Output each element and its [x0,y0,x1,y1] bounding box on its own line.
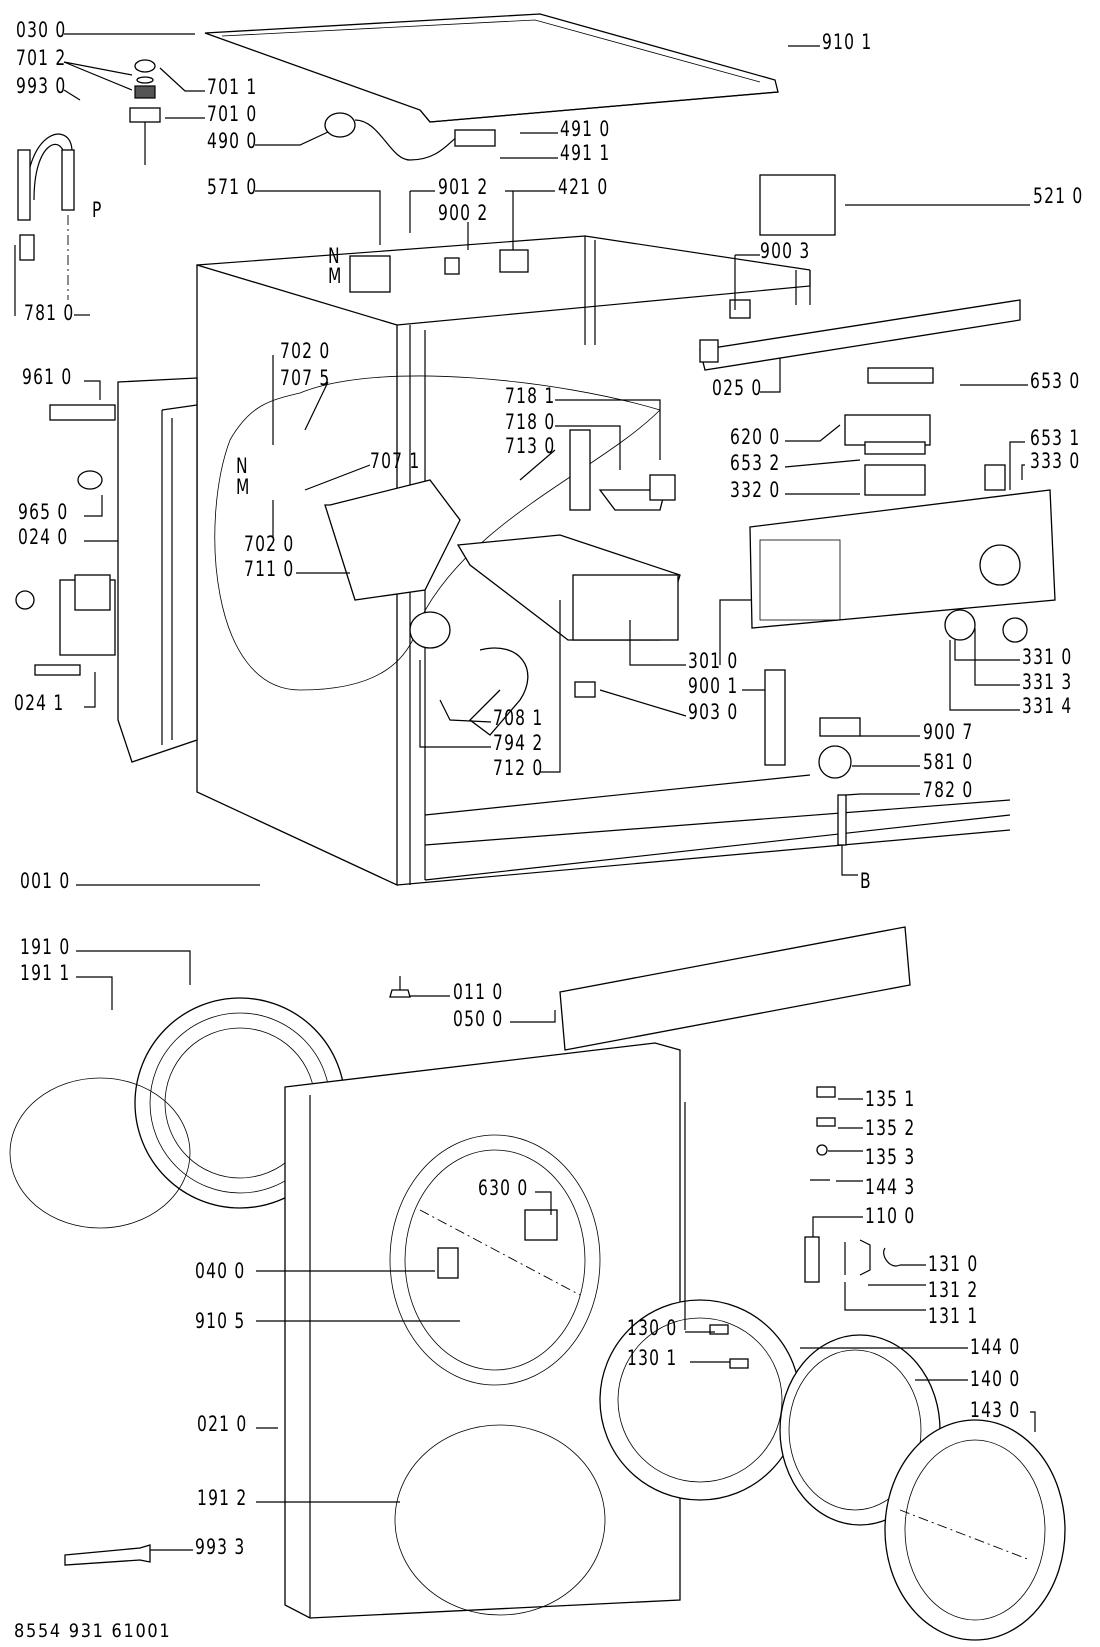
part-label-011-0: 011 0 [453,980,504,1004]
part-label-993-0: 993 0 [16,74,67,98]
part-label-491-1: 491 1 [560,141,611,165]
part-label-025-0: 025 0 [712,376,763,400]
part-label-B: B [860,869,872,893]
part-label-630-0: 630 0 [478,1176,529,1200]
part-label-333-0: 333 0 [1030,449,1081,473]
document-number: 8554 931 61001 [14,1620,172,1642]
part-label-701-1: 701 1 [207,75,258,99]
part-label-965-0: 965 0 [18,500,69,524]
part-label-491-0: 491 0 [560,117,611,141]
part-label-M-mid: M [236,475,251,499]
top-cover [204,13,779,123]
detergent-drawer [324,429,681,736]
leader-lines [14,33,1036,1551]
part-label-707-1: 707 1 [370,449,421,473]
part-label-900-1: 900 1 [688,674,739,698]
part-label-144-3: 144 3 [865,1175,916,1199]
part-label-191-0: 191 0 [20,935,71,959]
part-label-900-3: 900 3 [760,239,811,263]
part-label-135-3: 135 3 [865,1145,916,1169]
part-label-707-5: 707 5 [280,366,331,390]
part-label-131-0: 131 0 [928,1252,979,1276]
part-label-331-4: 331 4 [1022,694,1073,718]
part-label-794-2: 794 2 [493,731,544,755]
part-label-110-0: 110 0 [865,1204,916,1228]
part-label-521-0: 521 0 [1033,184,1084,208]
part-label-040-0: 040 0 [195,1259,246,1283]
leveling-foot [389,976,411,998]
part-label-581-0: 581 0 [923,750,974,774]
part-label-702-0-a: 702 0 [280,339,331,363]
pressure-parts [574,669,861,846]
part-label-782-0: 782 0 [923,778,974,802]
part-label-135-2: 135 2 [865,1116,916,1140]
door-frame [884,1419,1066,1641]
part-label-331-3: 331 3 [1022,670,1073,694]
part-label-701-0: 701 0 [207,102,258,126]
part-label-421-0: 421 0 [558,175,609,199]
part-label-030-0: 030 0 [16,18,67,42]
part-label-910-1: 910 1 [822,30,873,54]
part-label-903-0: 903 0 [688,700,739,724]
part-label-961-0: 961 0 [22,365,73,389]
part-label-021-0: 021 0 [197,1412,248,1436]
tool [64,1544,151,1566]
control-panel [749,367,1056,643]
kickplate [559,926,911,1051]
part-label-130-1: 130 1 [627,1346,678,1370]
part-label-718-0: 718 0 [505,410,556,434]
part-label-701-2: 701 2 [16,46,67,70]
part-label-620-0: 620 0 [730,425,781,449]
part-label-024-0: 024 0 [18,525,69,549]
part-label-144-0: 144 0 [970,1335,1021,1359]
part-label-490-0: 490 0 [207,129,258,153]
door-handle-parts [804,1086,901,1283]
part-label-P: P [92,198,103,222]
part-label-191-1: 191 1 [20,961,71,985]
part-label-653-1: 653 1 [1030,426,1081,450]
inlet-hose [17,133,75,300]
back-panel [117,377,198,763]
part-label-024-1: 024 1 [14,691,65,715]
part-label-050-0: 050 0 [453,1007,504,1031]
cabinet [196,235,1011,887]
part-label-718-1: 718 1 [505,384,556,408]
part-label-653-2: 653 2 [730,451,781,475]
part-label-711-0: 711 0 [244,557,295,581]
part-label-301-0: 301 0 [688,649,739,673]
part-label-653-0: 653 0 [1030,369,1081,393]
part-label-712-0: 712 0 [493,756,544,780]
part-label-900-7: 900 7 [923,720,974,744]
part-label-331-0: 331 0 [1022,645,1073,669]
part-label-332-0: 332 0 [730,478,781,502]
part-label-N-top: N [328,244,341,268]
part-label-702-0-b: 702 0 [244,532,295,556]
part-label-135-1: 135 1 [865,1087,916,1111]
door-ring [599,1299,801,1501]
part-label-001-0: 001 0 [20,869,71,893]
part-label-781-0: 781 0 [24,301,75,325]
part-label-900-2: 900 2 [438,201,489,225]
part-label-901-2: 901 2 [438,175,489,199]
part-label-130-0: 130 0 [627,1316,678,1340]
part-label-910-5: 910 5 [195,1309,246,1333]
part-label-140-0: 140 0 [970,1367,1021,1391]
part-label-993-3: 993 3 [195,1535,246,1559]
part-label-131-1: 131 1 [928,1304,979,1328]
part-label-131-2: 131 2 [928,1278,979,1302]
part-label-191-2: 191 2 [197,1486,248,1510]
part-label-M-top: M [328,264,343,288]
part-label-571-0: 571 0 [207,175,258,199]
front-panel [284,1042,681,1619]
part-label-143-0: 143 0 [970,1398,1021,1422]
drain-pump [15,404,116,676]
part-label-713-0: 713 0 [505,434,556,458]
parts-top [129,59,1021,371]
part-label-708-1: 708 1 [493,706,544,730]
part-label-N-mid: N [236,454,249,478]
